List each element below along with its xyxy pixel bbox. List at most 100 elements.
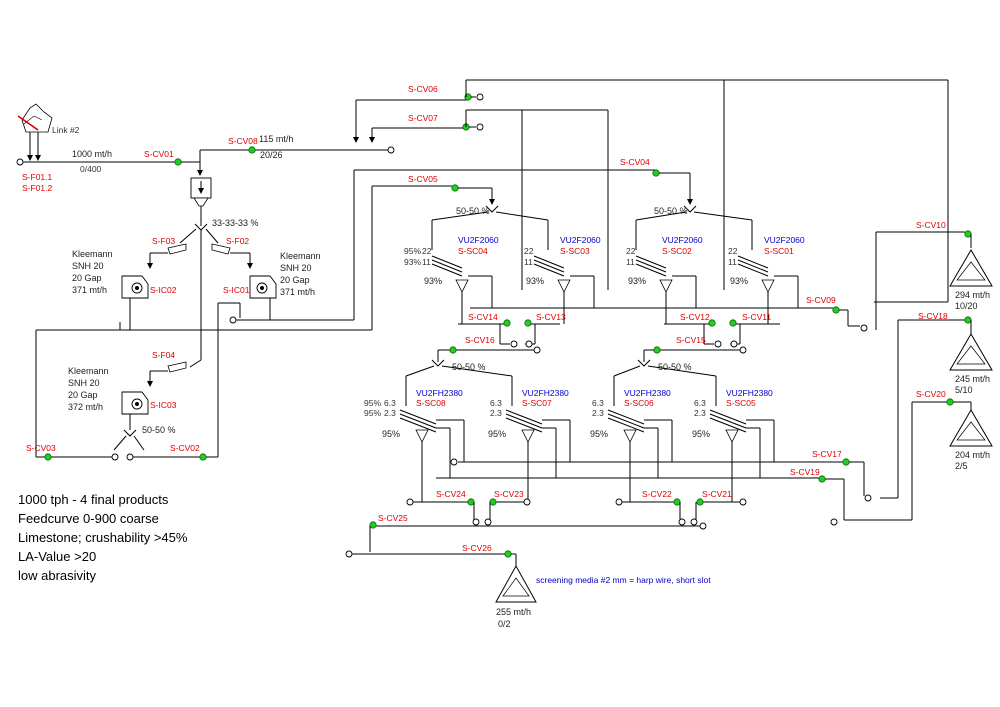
cv26-label: S-CV26 xyxy=(462,543,492,553)
screen-deck2-2: 11 xyxy=(524,257,533,267)
screen-id-4: S-SC01 xyxy=(764,246,794,256)
lower-screen-deck1-2: 6.3 xyxy=(490,398,502,408)
crusher-ic02-line2: SNH 20 xyxy=(72,261,104,271)
screen-eff-3: 93% xyxy=(628,276,646,286)
crusher-ic03-line3: 20 Gap xyxy=(68,390,98,400)
screen-deck-mid xyxy=(431,259,463,273)
stockpile-1-icon xyxy=(949,249,993,287)
f03-label: S-F03 xyxy=(152,236,175,246)
cv19-label: S-CV19 xyxy=(790,467,820,477)
screening-note: screening media #2 mm = harp wire, short… xyxy=(536,575,711,585)
lower-screen-id-2: S-SC07 xyxy=(522,398,552,408)
crusher-ic03-icon xyxy=(121,391,149,415)
screen-hopper-icon xyxy=(521,429,535,443)
notes-block: 1000 tph - 4 final products Feedcurve 0-… xyxy=(18,490,187,585)
lower-screen-id-3: S-SC06 xyxy=(624,398,654,408)
crusher-ic01-line1: Kleemann xyxy=(280,251,321,261)
screen-deck-mid xyxy=(533,259,565,273)
lower-screen-deck2-4: 2.3 xyxy=(694,408,706,418)
split-upper-right: 50-50 % xyxy=(654,206,688,216)
screen-deck1-2: 22 xyxy=(524,246,534,256)
lower-screen-model-1: VU2FH2380 xyxy=(416,388,463,398)
cv14-label: S-CV14 xyxy=(468,312,498,322)
cv01-head-dot xyxy=(174,158,182,166)
cv01-label: S-CV01 xyxy=(144,149,174,159)
cv04-label: S-CV04 xyxy=(620,157,650,167)
crusher-ic02-line4: 371 mt/h xyxy=(72,285,107,295)
screen-hopper-icon xyxy=(623,429,637,443)
screen-id-1: S-SC04 xyxy=(458,246,488,256)
screen-deck2-3: 11 xyxy=(626,257,635,267)
crusher-ic02-line1: Kleemann xyxy=(72,249,113,259)
feeder-f03-icon xyxy=(167,243,187,255)
screen-deck-top xyxy=(635,255,667,269)
screen-model-3: VU2F2060 xyxy=(662,235,703,245)
cv05-label: S-CV05 xyxy=(408,174,438,184)
lower-screen-model-3: VU2FH2380 xyxy=(624,388,671,398)
product-3-rate: 204 mt/h xyxy=(955,450,990,460)
screen-deck-mid xyxy=(635,259,667,273)
ic03-label: S-IC03 xyxy=(150,400,177,410)
cv23-label: S-CV23 xyxy=(494,489,524,499)
cv08-size: 20/26 xyxy=(260,150,283,160)
f02-label: S-F02 xyxy=(226,236,249,246)
screen-deck1-3: 22 xyxy=(626,246,636,256)
cv15-label: S-CV15 xyxy=(676,335,706,345)
lower-screen-deck2-2: 2.3 xyxy=(490,408,502,418)
split-top-label: 33-33-33 % xyxy=(212,218,259,228)
lower-screen-pct2-1: 95% xyxy=(364,408,381,418)
screen-pct2-1: 93% xyxy=(404,257,421,267)
f04-label: S-F04 xyxy=(152,350,175,360)
crusher-ic01-line3: 20 Gap xyxy=(280,275,310,285)
product-1-size: 10/20 xyxy=(955,301,978,311)
screen-pct1-1: 95% xyxy=(404,246,421,256)
crusher-ic03-line4: 372 mt/h xyxy=(68,402,103,412)
cv17-label: S-CV17 xyxy=(812,449,842,459)
product-2-rate: 245 mt/h xyxy=(955,374,990,384)
screen-hopper-icon xyxy=(725,429,739,443)
product-4-rate: 255 mt/h xyxy=(496,607,531,617)
note-line-5: low abrasivity xyxy=(18,568,97,583)
lower-screen-model-2: VU2FH2380 xyxy=(522,388,569,398)
product-4-size: 0/2 xyxy=(498,619,511,629)
crusher-ic02-line3: 20 Gap xyxy=(72,273,102,283)
cv12-label: S-CV12 xyxy=(680,312,710,322)
ic02-label: S-IC02 xyxy=(150,285,177,295)
crusher-ic01-icon xyxy=(249,275,277,299)
screen-deck2-1: 11 xyxy=(422,257,431,267)
screen-deck-top xyxy=(737,255,769,269)
screen-model-2: VU2F2060 xyxy=(560,235,601,245)
lower-screen-deck1-1: 6.3 xyxy=(384,398,396,408)
lower-screen-eff-1: 95% xyxy=(382,429,400,439)
feed-size: 0/400 xyxy=(80,164,102,174)
screen-hopper-icon xyxy=(415,429,429,443)
lower-screen-model-4: VU2FH2380 xyxy=(726,388,773,398)
cv13-label: S-CV13 xyxy=(536,312,566,322)
lower-screen-deck1-3: 6.3 xyxy=(592,398,604,408)
ic01-label: S-IC01 xyxy=(223,285,250,295)
cv24-label: S-CV24 xyxy=(436,489,466,499)
note-line-3: Limestone; crushability >45% xyxy=(18,530,188,545)
split-mid-left: 50-50 % xyxy=(452,362,486,372)
screen-deck-bot xyxy=(533,263,565,277)
screen-model-4: VU2F2060 xyxy=(764,235,805,245)
screen-deck1-4: 22 xyxy=(728,246,738,256)
crusher-ic02-icon xyxy=(121,275,149,299)
screen-hopper-icon xyxy=(761,279,775,293)
feeder-f02-icon xyxy=(211,243,231,255)
link-label: Link #2 xyxy=(52,125,80,135)
screen-eff-2: 93% xyxy=(526,276,544,286)
cv07-label: S-CV07 xyxy=(408,113,438,123)
feeder-label-1: S-F01.1 xyxy=(22,172,53,182)
cv09-label: S-CV09 xyxy=(806,295,836,305)
cv11-label: S-CV11 xyxy=(742,312,771,322)
screen-deck-top xyxy=(533,255,565,269)
cv20-label: S-CV20 xyxy=(916,389,946,399)
